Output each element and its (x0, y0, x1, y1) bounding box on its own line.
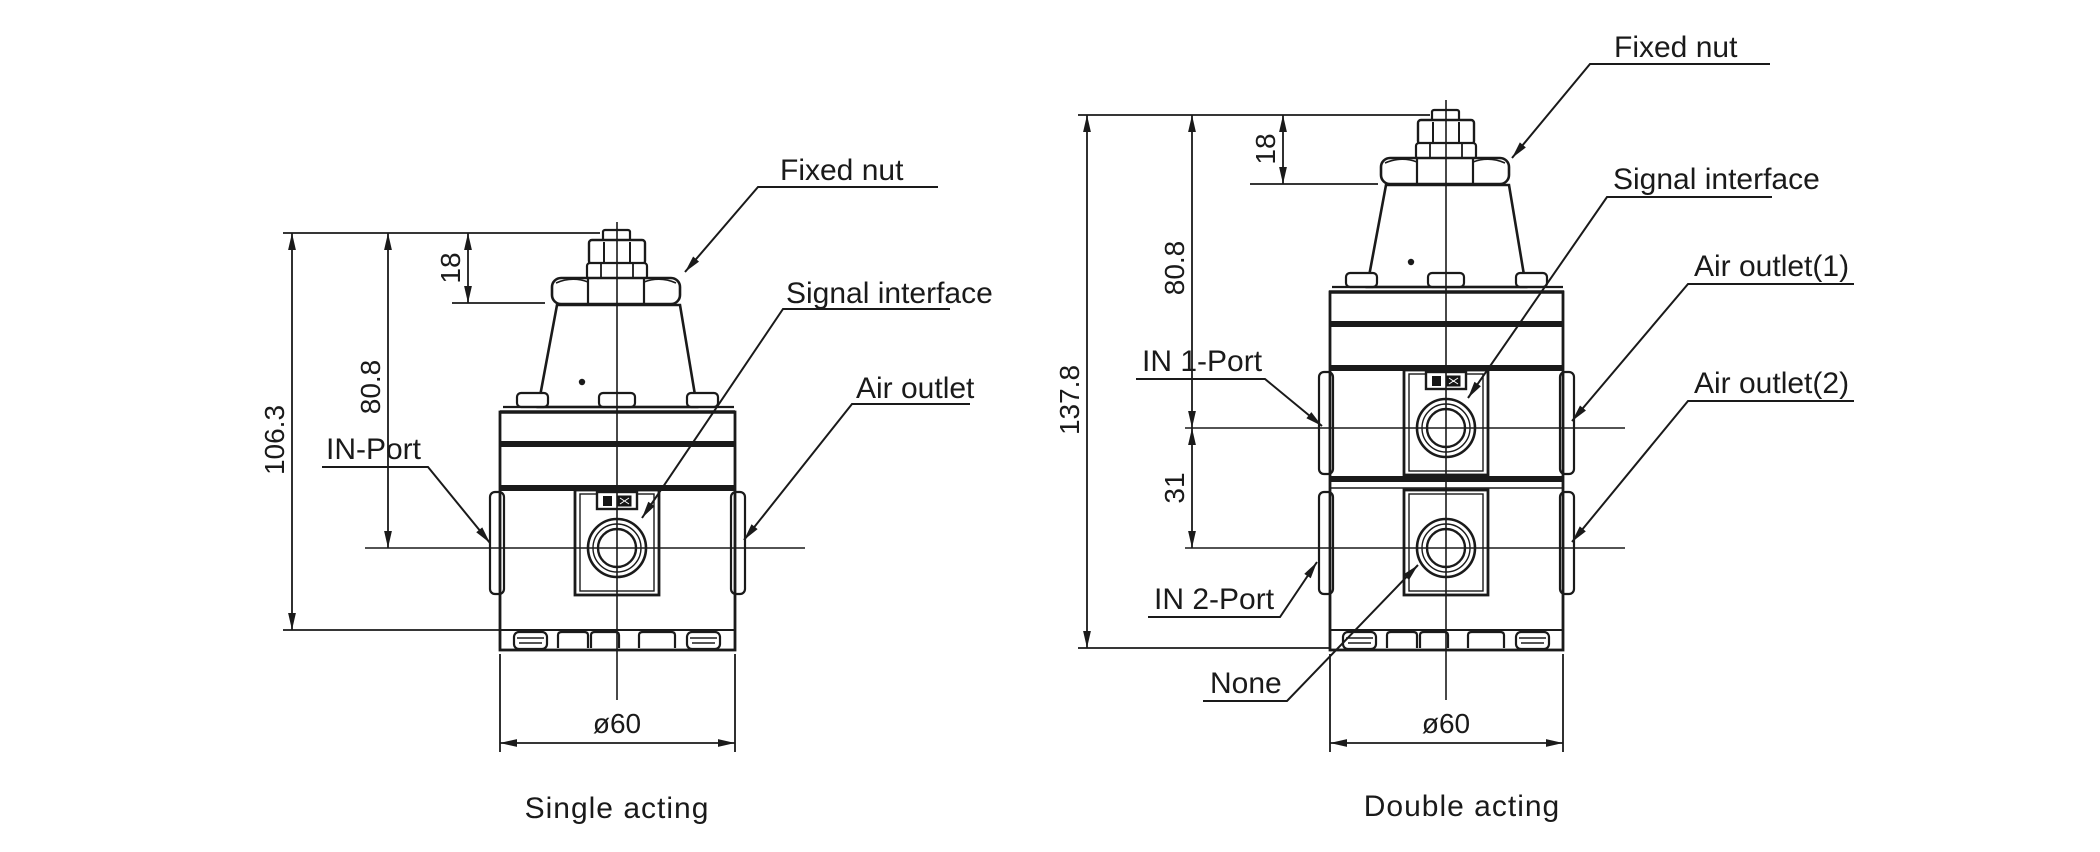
label-in-2-port: IN 2-Port (1154, 583, 1275, 616)
dim-fixed-nut-height-double: 18 (1250, 133, 1281, 164)
label-none: None (1210, 667, 1282, 700)
label-fixed-nut-double: Fixed nut (1614, 31, 1738, 64)
label-in-port-single: IN-Port (326, 433, 422, 466)
dim-overall-height-single: 106.3 (259, 405, 290, 475)
label-air-outlet-2: Air outlet(2) (1694, 367, 1849, 400)
caption-single-acting: Single acting (525, 792, 710, 825)
dim-diameter-single: ø60 (593, 708, 641, 739)
figure-single-acting: 106.3 80.8 18 ø60 Fixed nut Signal inter… (259, 154, 993, 825)
dim-overall-height-double: 137.8 (1054, 365, 1085, 435)
label-air-outlet-1: Air outlet(1) (1694, 250, 1849, 283)
dim-port-spacing-double: 31 (1159, 472, 1190, 503)
label-fixed-nut-single: Fixed nut (780, 154, 904, 187)
dim-port-height-single: 80.8 (355, 360, 386, 415)
dim-fixed-nut-height-single: 18 (435, 252, 466, 283)
figure-double-acting: 137.8 80.8 18 31 ø60 Fixed nut Signal in… (1054, 31, 1854, 823)
label-in-1-port: IN 1-Port (1142, 345, 1263, 378)
label-signal-interface-double: Signal interface (1613, 163, 1820, 196)
dim-port1-height-double: 80.8 (1159, 241, 1190, 296)
label-signal-interface-single: Signal interface (786, 277, 993, 310)
caption-double-acting: Double acting (1364, 790, 1560, 823)
dim-diameter-double: ø60 (1422, 708, 1470, 739)
label-air-outlet-single: Air outlet (856, 372, 975, 405)
